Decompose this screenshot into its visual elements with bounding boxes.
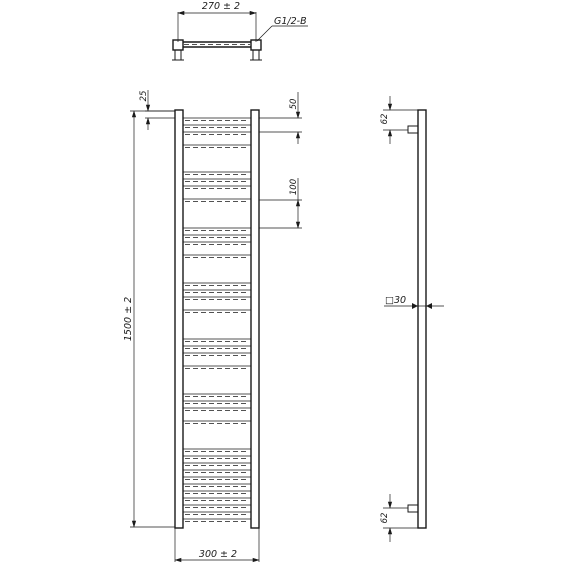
thread-label: G1/2-B	[274, 16, 307, 27]
top-view: 270 ± 2 G1/2-B	[172, 1, 308, 61]
left-post	[174, 109, 184, 529]
section-arrow-right	[426, 303, 432, 309]
side-bracket-bottom	[407, 504, 419, 513]
dim-62-bot-label: 62	[380, 513, 390, 524]
side-view: 62 62 □30	[380, 96, 444, 542]
dim-62-top-label: 62	[380, 114, 390, 125]
dim-25-label: 25	[139, 91, 149, 102]
side-bracket-top	[407, 125, 419, 134]
dim-50-label: 50	[289, 99, 299, 110]
dim-300-label: 300 ± 2	[199, 549, 237, 560]
section-arrow-left	[412, 303, 418, 309]
thread-leader	[256, 25, 273, 42]
side-post	[417, 109, 427, 529]
dim-1500-label: 1500 ± 2	[123, 297, 134, 341]
dim-100-label: 100	[289, 179, 299, 195]
section-label: □30	[385, 295, 406, 306]
right-valve	[252, 49, 260, 61]
dim-270-label: 270 ± 2	[202, 1, 240, 12]
rungs-group	[183, 117, 251, 522]
front-view: 25 50 100 1500 ± 2 300 ± 2	[123, 90, 302, 563]
left-valve	[174, 49, 182, 61]
right-post	[250, 109, 260, 529]
